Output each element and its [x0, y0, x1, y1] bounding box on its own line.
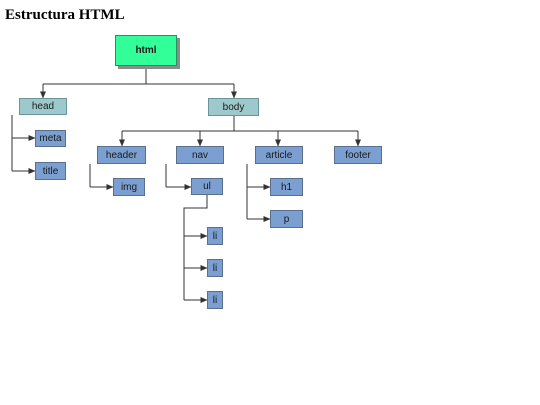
diagram-title: Estructura HTML — [5, 7, 125, 23]
node-meta: meta — [35, 130, 66, 147]
node-article: article — [255, 146, 303, 164]
node-header: header — [97, 146, 146, 164]
node-li-3: li — [207, 291, 223, 309]
node-footer: footer — [334, 146, 382, 164]
node-li-1: li — [207, 227, 223, 245]
node-p: p — [270, 210, 303, 228]
node-title: title — [35, 162, 66, 180]
connector-body — [122, 116, 358, 132]
connector-html — [43, 67, 234, 85]
node-li-2: li — [207, 259, 223, 277]
node-h1: h1 — [270, 178, 303, 196]
connector-ul — [183, 195, 208, 300]
node-img: img — [113, 178, 145, 196]
node-nav: nav — [176, 146, 224, 164]
node-html: html — [115, 35, 177, 66]
node-head: head — [19, 98, 67, 115]
node-body: body — [208, 98, 259, 116]
node-ul: ul — [191, 178, 223, 195]
